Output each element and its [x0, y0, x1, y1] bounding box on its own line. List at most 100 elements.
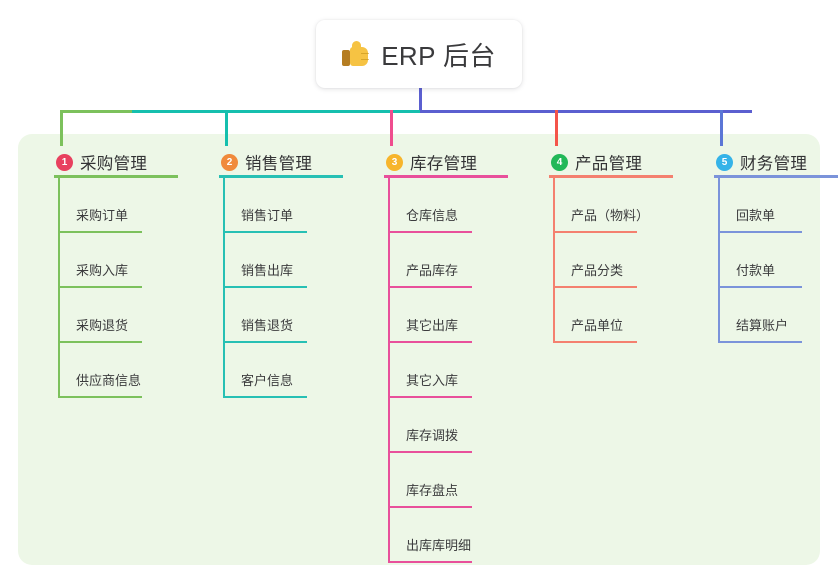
leaf-item[interactable]: 仓库信息 [362, 178, 528, 233]
leaf-item-label: 其它入库 [406, 373, 459, 388]
leaf-item[interactable]: 结算账户 [692, 288, 839, 343]
leaf-item-rule [718, 231, 802, 233]
leaf-item-rule [388, 561, 472, 563]
branch-header-4[interactable]: 4 产品管理 [527, 146, 693, 178]
leaf-item[interactable]: 销售出库 [197, 233, 363, 288]
branch-header-rule-3 [384, 175, 508, 178]
branch-items-1: 采购订单采购入库采购退货供应商信息 [32, 178, 198, 398]
leaf-item[interactable]: 客户信息 [197, 343, 363, 398]
leaf-item[interactable]: 其它出库 [362, 288, 528, 343]
leaf-item[interactable]: 产品单位 [527, 288, 693, 343]
leaf-item-label: 销售出库 [241, 263, 294, 278]
leaf-item[interactable]: 销售订单 [197, 178, 363, 233]
branch-header-2[interactable]: 2 销售管理 [197, 146, 363, 178]
branch-header-3[interactable]: 3 库存管理 [362, 146, 528, 178]
leaf-item[interactable]: 产品分类 [527, 233, 693, 288]
leaf-item-rule [223, 341, 307, 343]
leaf-item[interactable]: 采购订单 [32, 178, 198, 233]
leaf-item-rule [223, 396, 307, 398]
leaf-item-label: 产品（物料） [571, 208, 650, 223]
leaf-item-label: 出库库明细 [406, 538, 472, 553]
column-drop-line-3 [390, 110, 393, 146]
branch-spine-1 [58, 178, 60, 398]
leaf-item-label: 客户信息 [241, 373, 294, 388]
leaf-item-rule [58, 396, 142, 398]
leaf-item-rule [388, 506, 472, 508]
leaf-item-rule [58, 341, 142, 343]
leaf-item-rule [553, 286, 637, 288]
branch-spine-4 [553, 178, 555, 343]
branch-title-4: 产品管理 [575, 155, 643, 173]
bus-teal [132, 110, 423, 113]
branch-column-2: 2 销售管理销售订单销售出库销售退货客户信息 [197, 146, 363, 398]
leaf-item-rule [388, 231, 472, 233]
leaf-item[interactable]: 产品（物料） [527, 178, 693, 233]
leaf-item-rule [718, 341, 802, 343]
leaf-item-rule [58, 231, 142, 233]
leaf-item-label: 回款单 [736, 208, 776, 223]
leaf-item-label: 库存盘点 [406, 483, 459, 498]
leaf-item-label: 供应商信息 [76, 373, 142, 388]
leaf-item-rule [223, 286, 307, 288]
leaf-item-rule [223, 231, 307, 233]
leaf-item-rule [388, 451, 472, 453]
root-node-title: ERP 后台 [381, 40, 496, 71]
leaf-item-rule [58, 286, 142, 288]
column-drop-line-5 [720, 110, 723, 146]
leaf-item-rule [388, 341, 472, 343]
branch-header-rule-5 [714, 175, 838, 178]
leaf-item-label: 采购订单 [76, 208, 129, 223]
leaf-item-rule [553, 231, 637, 233]
leaf-item-label: 采购退货 [76, 318, 129, 333]
bus-blue [420, 110, 752, 113]
leaf-item-rule [388, 286, 472, 288]
leaf-item-rule [718, 286, 802, 288]
leaf-item-label: 结算账户 [736, 318, 789, 333]
leaf-item[interactable]: 出库库明细 [362, 508, 528, 563]
root-node[interactable]: ERP 后台 [316, 20, 522, 88]
branch-header-rule-4 [549, 175, 673, 178]
branch-header-rule-1 [54, 175, 178, 178]
branch-badge-5: 5 [716, 153, 733, 171]
branch-items-5: 回款单付款单结算账户 [692, 178, 839, 343]
leaf-item-label: 库存调拨 [406, 428, 459, 443]
leaf-item-rule [553, 341, 637, 343]
leaf-item[interactable]: 供应商信息 [32, 343, 198, 398]
column-drop-line-2 [225, 110, 228, 146]
branch-spine-3 [388, 178, 390, 563]
leaf-item[interactable]: 库存盘点 [362, 453, 528, 508]
branch-title-3: 库存管理 [410, 155, 478, 173]
bus-green [62, 110, 132, 113]
leaf-item-label: 销售订单 [241, 208, 294, 223]
branch-items-2: 销售订单销售出库销售退货客户信息 [197, 178, 363, 398]
leaf-item-label: 仓库信息 [406, 208, 459, 223]
leaf-item[interactable]: 库存调拨 [362, 398, 528, 453]
leaf-item-label: 其它出库 [406, 318, 459, 333]
branch-title-5: 财务管理 [740, 155, 808, 173]
leaf-item[interactable]: 回款单 [692, 178, 839, 233]
branch-spine-5 [718, 178, 720, 343]
leaf-item[interactable]: 产品库存 [362, 233, 528, 288]
leaf-item-label: 产品库存 [406, 263, 459, 278]
leaf-item[interactable]: 销售退货 [197, 288, 363, 343]
branch-badge-2: 2 [221, 153, 238, 171]
leaf-item[interactable]: 采购入库 [32, 233, 198, 288]
branch-badge-4: 4 [551, 153, 568, 171]
column-drop-line-4 [555, 110, 558, 146]
branch-title-2: 销售管理 [245, 155, 313, 173]
branch-column-4: 4 产品管理产品（物料） 产品分类产品单位 [527, 146, 693, 343]
leaf-item[interactable]: 付款单 [692, 233, 839, 288]
leaf-item[interactable]: 其它入库 [362, 343, 528, 398]
leaf-item-label: 采购入库 [76, 263, 129, 278]
branch-column-3: 3 库存管理仓库信息产品库存其它出库其它入库库存调拨库存盘点出库库明细 [362, 146, 528, 563]
leaf-item[interactable]: 采购退货 [32, 288, 198, 343]
diagram-panel [18, 134, 820, 565]
branch-header-5[interactable]: 5 财务管理 [692, 146, 839, 178]
leaf-item-label: 产品单位 [571, 318, 624, 333]
branch-badge-3: 3 [386, 153, 403, 171]
branch-header-rule-2 [219, 175, 343, 178]
branch-title-1: 采购管理 [80, 155, 148, 173]
